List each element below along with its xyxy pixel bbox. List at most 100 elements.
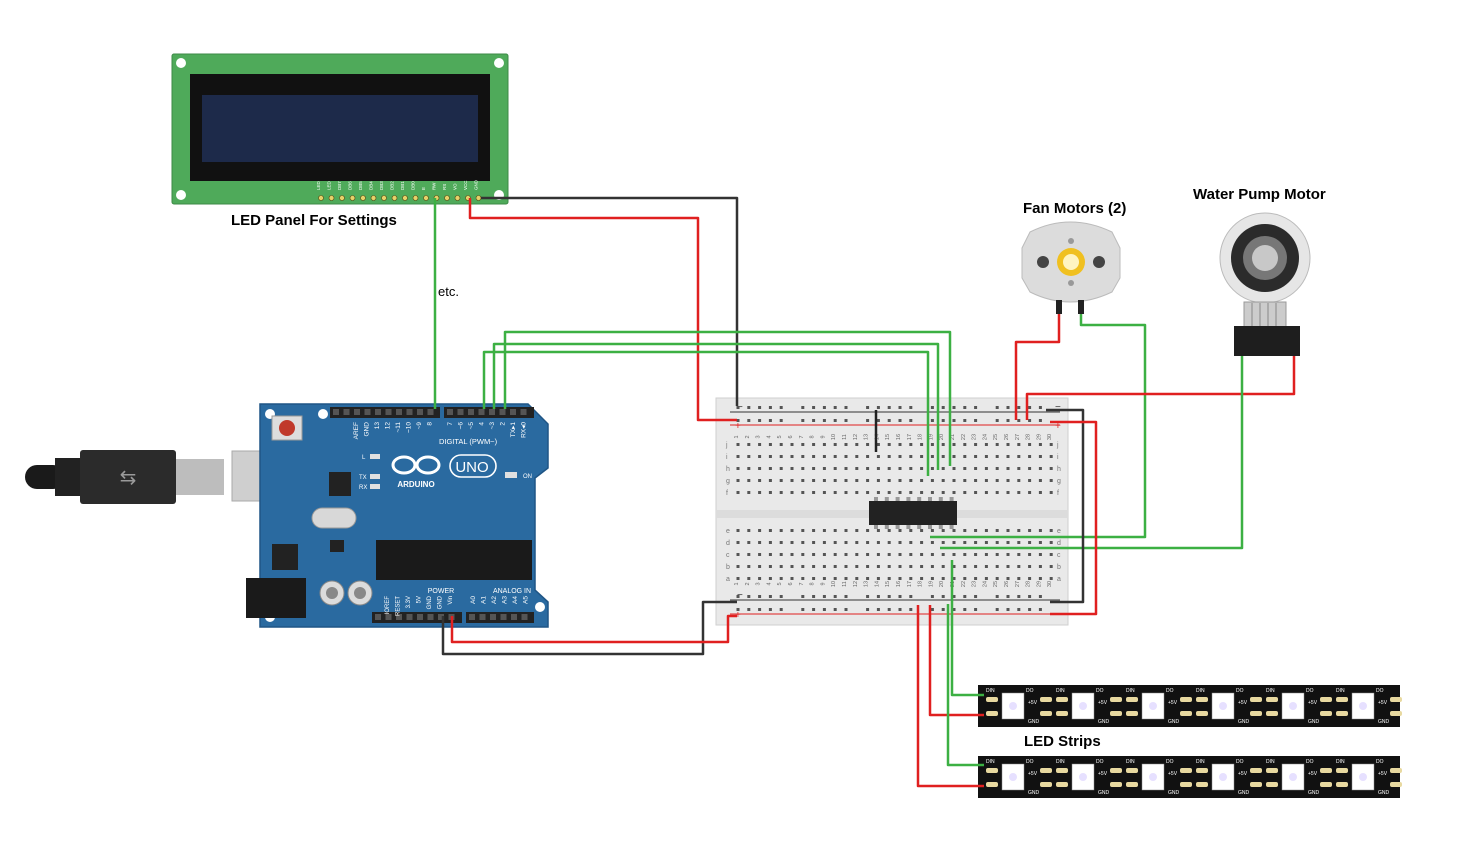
digital-pin-label: GND — [364, 422, 371, 437]
dc-jack — [246, 578, 306, 618]
strip-din-label: DIN — [1266, 688, 1275, 694]
bb-col-number: 5 — [777, 435, 783, 438]
bb-col-number: 23 — [972, 434, 978, 440]
bb-col-number: 15 — [885, 581, 891, 587]
breadboard: − + − + − + 1122334455667788991010111112… — [715, 397, 1069, 626]
strip-do-label: DO — [1376, 759, 1384, 765]
power-pin-label: Vin — [448, 596, 454, 605]
lcd-pin-hole — [444, 195, 450, 201]
bb-row-letter: g — [726, 478, 730, 485]
lcd-pin-hole — [328, 195, 335, 201]
wire-arduino-5v — [450, 614, 737, 644]
digital-pin-label: ~5 — [468, 422, 475, 430]
bb-col-number: 3 — [756, 435, 762, 438]
power-pin-label: 5V — [417, 596, 423, 603]
power-pin-label: GND — [438, 595, 444, 609]
wires — [433, 196, 1296, 788]
bb-row-letter: j — [725, 442, 728, 449]
bb-col-number: 30 — [1047, 434, 1053, 440]
wire-lcd-vcc — [468, 198, 737, 422]
lcd-pin-label: DB3 — [379, 181, 384, 190]
lcd-pin-label: DB6 — [348, 181, 353, 190]
bb-col-number: 10 — [831, 581, 837, 587]
bb-col-number: 27 — [1015, 581, 1021, 587]
bb-col-number: 18 — [918, 434, 924, 440]
lcd-pin-label: DB1 — [400, 181, 405, 190]
bb-col-number: 12 — [853, 434, 859, 440]
strip-do-label: DO — [1166, 759, 1174, 765]
strip-do-label: DO — [1096, 688, 1104, 694]
bb-col-number: 25 — [993, 434, 999, 440]
wire-fan-red — [1014, 314, 1061, 420]
bb-row-letter: d — [726, 540, 730, 547]
bb-col-number: 18 — [918, 581, 924, 587]
strip-din-label: DIN — [1056, 688, 1065, 694]
strip-5v-label: +5V — [1168, 771, 1178, 777]
bb-col-number: 4 — [766, 435, 772, 438]
bb-col-number: 2 — [745, 435, 751, 438]
wire-pump-red — [1025, 356, 1296, 420]
digital-pin-label: ~9 — [416, 422, 423, 430]
lcd-pin-hole — [454, 195, 461, 201]
lcd-pin-label: RS — [442, 184, 447, 190]
bb-col-number: 29 — [1036, 581, 1042, 587]
rail-minus-label: − — [737, 402, 743, 413]
bb-col-number: 14 — [874, 581, 880, 587]
rx-led-label: RX — [359, 485, 367, 491]
strip-gnd-label: GND — [1308, 790, 1320, 796]
bb-row-letter: h — [726, 466, 730, 473]
bb-col-number: 1 — [734, 435, 740, 438]
bb-col-number: 27 — [1015, 434, 1021, 440]
digital-pin-label: 12 — [385, 422, 392, 430]
lcd-pin-hole — [318, 195, 324, 201]
bb-col-number: 24 — [982, 434, 988, 440]
digital-pin-label: TX▸1 — [510, 422, 517, 438]
shift-register-ic — [869, 497, 957, 529]
lcd-pin-label: VO — [453, 183, 458, 190]
strip-5v-label: +5V — [1238, 771, 1248, 777]
strip-din-label: DIN — [986, 759, 995, 765]
strip-5v-label: +5V — [1098, 771, 1108, 777]
bb-row-letter: b — [1057, 564, 1061, 571]
bb-col-number: 26 — [1004, 434, 1010, 440]
bb-col-number: 22 — [961, 581, 967, 587]
digital-pin-label: AREF — [353, 422, 360, 439]
atmega-chip — [376, 540, 532, 580]
strip-do-label: DO — [1026, 688, 1034, 694]
lcd-pin-label: LED — [316, 180, 321, 190]
lcd-pin-label: DB5 — [358, 181, 363, 190]
strip-5v-label: +5V — [1028, 771, 1038, 777]
pump-connector — [1234, 326, 1300, 356]
strip-gnd-label: GND — [1308, 719, 1320, 725]
bb-col-number: 6 — [788, 582, 794, 585]
bb-col-number: 9 — [820, 435, 826, 438]
analog-pin-label: A2 — [491, 596, 498, 604]
bb-col-number: 14 — [874, 434, 880, 440]
strip-do-label: DO — [1236, 688, 1244, 694]
digital-pin-label: ~3 — [489, 422, 496, 430]
lcd-pin-hole — [412, 195, 419, 201]
digital-pin-label: ~6 — [458, 422, 465, 430]
strip-gnd-label: GND — [1028, 719, 1040, 725]
digital-pin-label: 4 — [479, 422, 486, 426]
lcd-pin-label: VCC — [463, 180, 468, 190]
arduino-logo-icon — [391, 454, 497, 478]
strip-gnd-label: GND — [1168, 790, 1180, 796]
strip-gnd-label: GND — [1238, 790, 1250, 796]
lcd-pin-label: E — [421, 187, 426, 190]
lcd-pin-label: DB4 — [369, 181, 374, 190]
power-pin-label: IOREF — [385, 596, 391, 615]
power-header-label: POWER — [428, 588, 454, 595]
digital-pin-label: ~11 — [395, 422, 402, 433]
usb-icon: ⇆ — [120, 467, 137, 489]
strip-do-label: DO — [1026, 759, 1034, 765]
bb-col-number: 19 — [928, 434, 934, 440]
wire-arduino-gnd — [441, 600, 737, 656]
bb-col-number: 19 — [928, 581, 934, 587]
bb-row-letter: i — [1057, 454, 1059, 461]
pump-label: Water Pump Motor — [1193, 186, 1326, 203]
water-pump-motor — [1219, 212, 1311, 356]
etc-note: etc. — [438, 284, 459, 299]
